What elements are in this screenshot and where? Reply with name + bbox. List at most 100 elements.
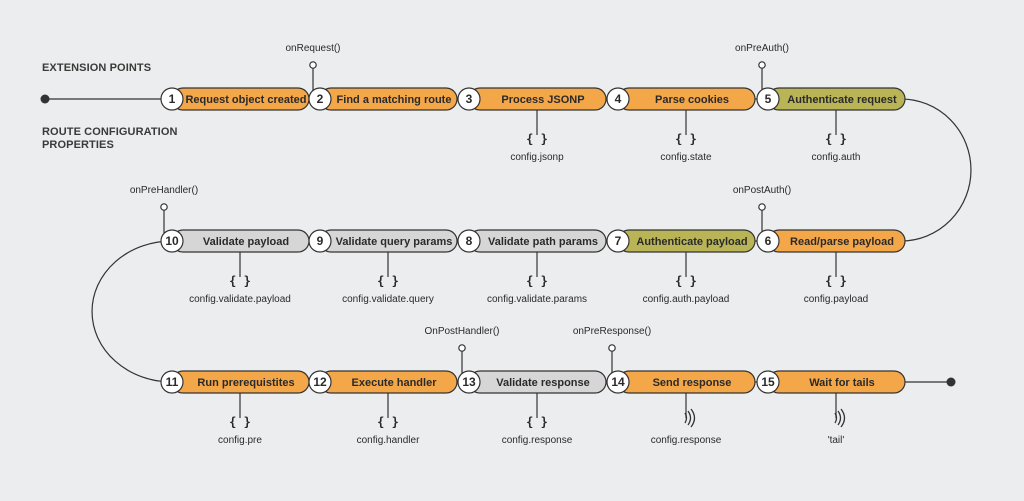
config-property-label: config.pre bbox=[218, 435, 262, 446]
config-braces-icon: { } bbox=[377, 415, 399, 429]
step-label: Read/parse payload bbox=[790, 236, 894, 248]
step-number-circle bbox=[606, 370, 630, 394]
legend-extension-points: EXTENSION POINTS bbox=[42, 62, 152, 74]
config-property-label: config.state bbox=[660, 152, 712, 163]
config-braces-icon: { } bbox=[229, 274, 251, 288]
lifecycle-step: 6 Read/parse payload bbox=[756, 229, 906, 253]
lifecycle-step: 8 Validate path params bbox=[457, 229, 607, 253]
config-property-label: config.validate.query bbox=[342, 294, 434, 305]
step-label: Find a matching route bbox=[337, 94, 452, 106]
step-label: Authenticate request bbox=[787, 94, 897, 106]
right-curve bbox=[900, 98, 972, 242]
step-number-circle bbox=[457, 370, 481, 394]
config-property: 'tail' bbox=[828, 393, 846, 446]
step-label: Process JSONP bbox=[501, 94, 584, 106]
step-number-circle bbox=[756, 87, 780, 111]
step-label: Validate path params bbox=[488, 236, 598, 248]
extension-point-marker bbox=[309, 61, 317, 69]
step-number: 10 bbox=[165, 234, 179, 248]
step-number-circle bbox=[308, 370, 332, 394]
extension-point-label: onRequest() bbox=[285, 43, 340, 54]
extension-point-marker bbox=[758, 61, 766, 69]
extension-point-marker bbox=[160, 203, 168, 211]
step-number-circle bbox=[756, 370, 780, 394]
step-number: 13 bbox=[462, 375, 476, 389]
step-label: Run prerequistites bbox=[197, 377, 294, 389]
config-property: { } config.validate.query bbox=[342, 252, 434, 305]
config-property: config.response bbox=[651, 393, 722, 446]
lifecycle-step: 15 Wait for tails bbox=[756, 370, 906, 394]
config-property: { } config.payload bbox=[804, 252, 869, 305]
step-label: Parse cookies bbox=[655, 94, 729, 106]
step-label: Send response bbox=[653, 377, 732, 389]
config-property-label: config.validate.params bbox=[487, 294, 587, 305]
lifecycle-step: 9 Validate query params bbox=[308, 229, 458, 253]
step-number: 1 bbox=[169, 92, 176, 106]
legend-route-configuration: ROUTE CONFIGURATION PROPERTIES bbox=[42, 126, 178, 152]
end-dot bbox=[946, 377, 956, 387]
start-dot bbox=[40, 94, 50, 104]
config-property: { } config.pre bbox=[218, 393, 262, 446]
step-number: 6 bbox=[765, 234, 772, 248]
step-label: Execute handler bbox=[352, 377, 438, 389]
config-property-label: config.validate.payload bbox=[189, 294, 291, 305]
legend-route-configuration-line2: PROPERTIES bbox=[42, 139, 114, 151]
config-property: { }config.auth bbox=[812, 110, 861, 163]
step-number: 11 bbox=[166, 375, 179, 389]
config-property-label: config.payload bbox=[804, 294, 869, 305]
step-number-circle bbox=[606, 87, 630, 111]
step-number: 8 bbox=[466, 234, 473, 248]
lifecycle-step: 12 Execute handler bbox=[308, 370, 458, 394]
step-number: 14 bbox=[611, 375, 625, 389]
config-braces-icon: { } bbox=[526, 274, 548, 288]
extension-point-label: onPostAuth() bbox=[733, 185, 791, 196]
step-label: Validate query params bbox=[336, 236, 453, 248]
config-property: { } config.state bbox=[660, 110, 712, 163]
extension-points: onRequest()onPreAuth()onPostAuth()onPreH… bbox=[130, 43, 791, 382]
lifecycle-step: 11 Run prerequistites bbox=[160, 370, 310, 394]
extension-point-label: OnPostHandler() bbox=[424, 326, 499, 337]
config-braces-icon: { } bbox=[825, 274, 847, 288]
signal-icon bbox=[684, 408, 696, 428]
step-number: 7 bbox=[615, 234, 622, 248]
step-number: 15 bbox=[761, 375, 775, 389]
step-number-circle bbox=[160, 229, 184, 253]
step-label: Authenticate payload bbox=[636, 236, 747, 248]
step-number: 5 bbox=[765, 92, 772, 106]
extension-point-marker bbox=[608, 344, 616, 352]
step-number-circle bbox=[606, 229, 630, 253]
lifecycle-step: 7 Authenticate payload bbox=[606, 229, 756, 253]
lifecycle-step: 3 Process JSONP bbox=[457, 87, 607, 111]
step-label: Wait for tails bbox=[809, 377, 875, 389]
config-property: { } config.validate.params bbox=[487, 252, 587, 305]
config-property: { }config.auth.payload bbox=[643, 252, 729, 305]
config-property: { } config.validate.payload bbox=[189, 252, 291, 305]
step-number: 12 bbox=[313, 375, 327, 389]
extension-point-label: onPreResponse() bbox=[573, 326, 651, 337]
step-number: 2 bbox=[317, 92, 324, 106]
config-braces-icon: { } bbox=[229, 415, 251, 429]
step-number: 3 bbox=[466, 92, 473, 106]
config-braces-icon: { } bbox=[675, 132, 697, 146]
config-property: { }config.handler bbox=[357, 393, 420, 446]
lifecycle-step: 5 Authenticate request bbox=[756, 87, 906, 111]
config-braces-icon: { } bbox=[377, 274, 399, 288]
step-number: 9 bbox=[317, 234, 324, 248]
config-property-label: config.jsonp bbox=[510, 152, 564, 163]
config-property-label: config.auth bbox=[812, 152, 861, 163]
legend-route-configuration-line1: ROUTE CONFIGURATION bbox=[42, 126, 178, 138]
config-braces-icon: { } bbox=[526, 415, 548, 429]
lifecycle-step: 14 Send response bbox=[606, 370, 756, 394]
signal-icon bbox=[834, 408, 846, 428]
extension-point-marker bbox=[758, 203, 766, 211]
step-label: Validate response bbox=[496, 377, 590, 389]
left-curve bbox=[91, 240, 173, 383]
lifecycle-step: 13 Validate response bbox=[457, 370, 607, 394]
step-number-circle bbox=[457, 229, 481, 253]
config-braces-icon: { } bbox=[675, 274, 697, 288]
